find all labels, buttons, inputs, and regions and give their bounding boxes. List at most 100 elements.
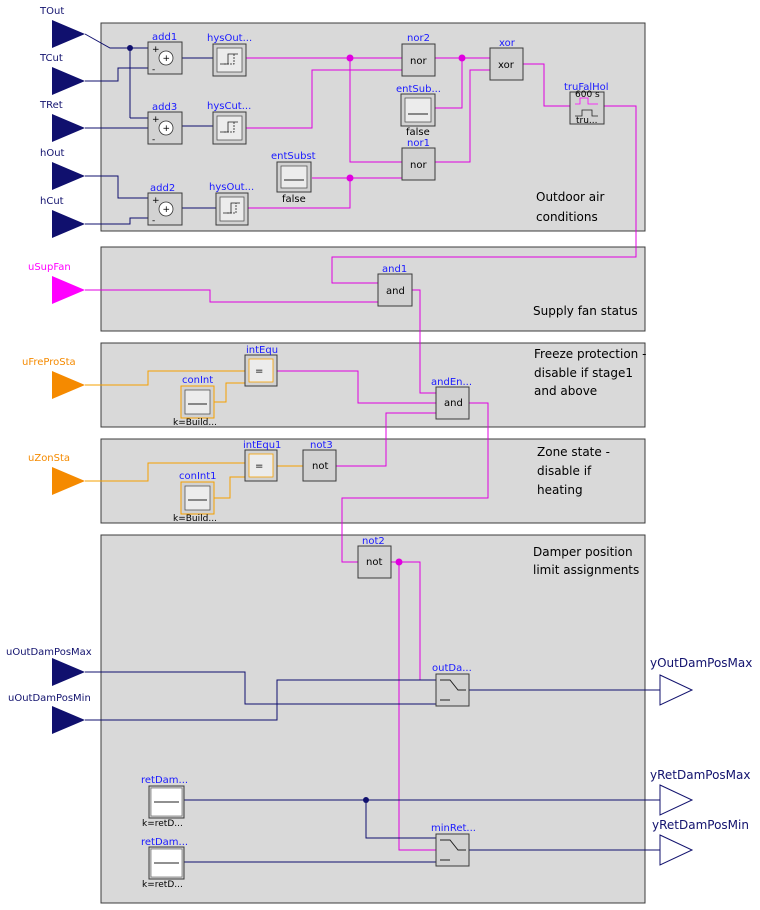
block-hyscut[interactable]: hysCut... (207, 101, 251, 145)
boolean-wires (85, 57, 637, 851)
svg-text:+: + (163, 205, 171, 215)
block-retdam-2[interactable]: retDam... k=retD... (141, 837, 188, 890)
note-damper-1: Damper position (533, 545, 633, 559)
block-add2[interactable]: + + - add2 (147, 183, 183, 226)
block-hysout-2[interactable]: hysOut... (209, 182, 254, 226)
note-outdoor-1: Outdoor air (536, 190, 604, 204)
inport-ufreprosta-label: uFreProSta (22, 357, 76, 368)
note-freeze-1: Freeze protection - (534, 347, 646, 361)
svg-text:-: - (152, 216, 155, 226)
block-hysout-1-label: hysOut... (207, 33, 252, 44)
integer-wires (85, 370, 303, 499)
inport-uoutdamposmin[interactable]: uOutDamPosMin (8, 693, 91, 734)
block-intequ1-text: = (255, 461, 263, 472)
outport-youtdamposmax-label: yOutDamPosMax (650, 656, 752, 670)
block-xor-label: xor (499, 38, 516, 49)
block-not2[interactable]: not not2 (357, 536, 392, 579)
note-outdoor-2: conditions (536, 210, 598, 224)
block-nor2-label: nor2 (407, 33, 430, 44)
block-hyscut-label: hysCut... (207, 101, 251, 112)
block-minret-switch[interactable]: minRet... (431, 823, 476, 867)
inport-uzonsta-label: uZonSta (28, 453, 70, 464)
inport-hout-label: hOut (40, 148, 65, 159)
inport-tout[interactable]: TOut (39, 6, 85, 48)
block-add3[interactable]: + + - add3 (147, 102, 183, 145)
block-entsubst-label: entSubst (271, 151, 316, 162)
inport-uzonsta[interactable]: uZonSta (28, 453, 85, 495)
inport-hcut-label: hCut (40, 196, 64, 207)
block-and1-text: and (386, 286, 405, 297)
svg-text:+: + (152, 196, 160, 206)
block-xor-text: xor (498, 60, 515, 71)
inport-uoutdamposmax-label: uOutDamPosMax (6, 647, 92, 658)
block-conint1[interactable]: conInt1 k=Build... (173, 471, 217, 524)
inport-tret[interactable]: TRet (39, 100, 85, 142)
outport-youtdamposmax[interactable]: yOutDamPosMax (650, 656, 752, 706)
block-retdam-1-k: k=retD... (142, 819, 183, 829)
note-zone-1: Zone state - (537, 445, 610, 459)
block-anden-text: and (444, 398, 463, 409)
block-nor1-label: nor1 (407, 138, 430, 149)
note-zone-2: disable if (537, 464, 592, 478)
block-add3-label: add3 (152, 102, 177, 113)
block-not2-label: not2 (362, 536, 385, 547)
block-intequ-label: intEqu (246, 345, 278, 356)
svg-text:+: + (163, 54, 171, 64)
block-conint1-k: k=Build... (173, 514, 217, 524)
outport-yretdamposmin-label: yRetDamPosMin (652, 818, 749, 832)
block-entsub[interactable]: entSub... false (396, 84, 441, 138)
block-nor2[interactable]: nor nor2 (401, 33, 436, 77)
block-entsub-value: false (406, 127, 430, 138)
block-add2-label: add2 (150, 183, 175, 194)
block-and1[interactable]: and and1 (377, 264, 413, 307)
inport-usupfan[interactable]: uSupFan (28, 262, 85, 304)
inport-uoutdamposmax[interactable]: uOutDamPosMax (6, 647, 92, 686)
block-conint-label: conInt (182, 375, 213, 386)
block-retdam-2-label: retDam... (141, 837, 188, 848)
inport-tcut[interactable]: TCut (39, 53, 85, 95)
note-zone-3: heating (537, 483, 583, 497)
block-retdam-1[interactable]: retDam... k=retD... (141, 775, 188, 829)
note-freeze-2: disable if stage1 (534, 366, 633, 380)
svg-text:-: - (152, 135, 155, 145)
block-outda-switch[interactable]: outDa... (432, 663, 472, 707)
block-conint-k: k=Build... (173, 418, 217, 428)
outport-yretdamposmax[interactable]: yRetDamPosMax (650, 768, 750, 816)
block-anden[interactable]: and andEn... (431, 377, 472, 420)
note-damper-2: limit assignments (533, 563, 639, 577)
inport-tret-label: TRet (39, 100, 63, 111)
panel-supply-fan (100, 246, 646, 332)
inport-uoutdamposmin-label: uOutDamPosMin (8, 693, 91, 704)
block-intequ-text: = (255, 366, 263, 377)
svg-text:+: + (152, 45, 160, 55)
block-nor2-text: nor (410, 56, 427, 67)
block-and1-label: and1 (382, 264, 407, 275)
block-intequ[interactable]: = intEqu (244, 345, 278, 387)
note-freeze-3: and above (534, 384, 597, 398)
block-entsubst[interactable]: entSubst false (271, 151, 316, 205)
block-trufalhol-label: truFalHol (564, 82, 609, 93)
block-conint1-label: conInt1 (179, 471, 217, 482)
block-hysout-2-label: hysOut... (209, 182, 254, 193)
block-trufalhol-bottom: tru... (576, 116, 598, 126)
block-retdam-1-label: retDam... (141, 775, 188, 786)
block-not2-text: not (366, 557, 382, 568)
block-intequ1[interactable]: = intEqu1 (243, 440, 281, 482)
block-xor[interactable]: xor xor (489, 38, 524, 81)
block-hysout-1[interactable]: hysOut... (207, 33, 252, 77)
inport-hout[interactable]: hOut (40, 148, 85, 190)
svg-text:+: + (163, 124, 171, 134)
block-trufalhol[interactable]: 600 s tru... truFalHol (564, 82, 609, 126)
inport-usupfan-label: uSupFan (28, 262, 71, 273)
inport-ufreprosta[interactable]: uFreProSta (22, 357, 85, 399)
block-nor1[interactable]: nor nor1 (401, 138, 436, 181)
inport-hcut[interactable]: hCut (40, 196, 85, 238)
outport-yretdamposmin[interactable]: yRetDamPosMin (652, 818, 749, 866)
real-wires-outdoor (84, 33, 216, 225)
block-add1[interactable]: + + - add1 (147, 32, 183, 75)
block-not3-text: not (312, 461, 328, 472)
block-conint[interactable]: conInt k=Build... (173, 375, 217, 428)
block-not3[interactable]: not not3 (302, 440, 337, 482)
block-nor1-text: nor (410, 160, 427, 171)
